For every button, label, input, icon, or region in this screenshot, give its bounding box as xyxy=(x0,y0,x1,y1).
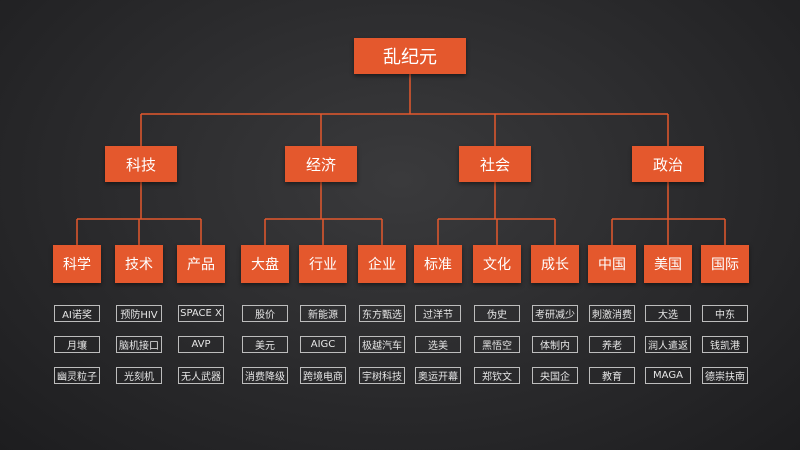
tag-2-0-2: 奥运开幕 xyxy=(415,366,461,384)
tag-3-0-2: 教育 xyxy=(589,366,635,384)
tag-0-0-1: 月壤 xyxy=(54,335,100,353)
subcategory-node-3-2: 国际 xyxy=(701,245,749,283)
tag-0-1-1: 脑机接口 xyxy=(116,335,162,353)
tag-3-1-1: 润人遣返 xyxy=(645,335,691,353)
tag-3-2-1: 钱凯港 xyxy=(702,335,748,353)
tag-3-2-0: 中东 xyxy=(702,304,748,322)
tag-0-1-0: 预防HIV xyxy=(116,304,162,322)
tag-3-1-2: MAGA xyxy=(645,366,691,384)
subcategory-node-0-2: 产品 xyxy=(177,245,225,283)
subcategory-node-2-1: 文化 xyxy=(473,245,521,283)
tag-1-1-0: 新能源 xyxy=(300,304,346,322)
tag-2-2-0: 考研减少 xyxy=(532,304,578,322)
tag-1-0-0: 股价 xyxy=(242,304,288,322)
subcategory-node-0-0: 科学 xyxy=(53,245,101,283)
tag-1-2-1: 极越汽车 xyxy=(359,335,405,353)
tag-2-0-1: 选美 xyxy=(415,335,461,353)
tag-1-0-2: 消费降级 xyxy=(242,366,288,384)
tag-0-1-2: 光刻机 xyxy=(116,366,162,384)
tag-0-0-2: 幽灵粒子 xyxy=(54,366,100,384)
tag-0-2-0: SPACE X xyxy=(178,304,224,322)
subcategory-node-2-2: 成长 xyxy=(531,245,579,283)
tag-0-0-0: AI诺奖 xyxy=(54,304,100,322)
tag-1-2-0: 东方甄选 xyxy=(359,304,405,322)
tag-2-1-2: 郑钦文 xyxy=(474,366,520,384)
tag-2-0-0: 过洋节 xyxy=(415,304,461,322)
tag-3-0-1: 养老 xyxy=(589,335,635,353)
category-node-0: 科技 xyxy=(105,146,177,182)
tag-1-0-1: 美元 xyxy=(242,335,288,353)
tag-2-1-0: 伪史 xyxy=(474,304,520,322)
category-node-2: 社会 xyxy=(459,146,531,182)
tag-3-2-2: 德崇扶南 xyxy=(702,366,748,384)
tag-1-1-2: 跨境电商 xyxy=(300,366,346,384)
category-node-3: 政治 xyxy=(632,146,704,182)
subcategory-node-3-1: 美国 xyxy=(644,245,692,283)
category-node-1: 经济 xyxy=(285,146,357,182)
tag-3-0-0: 刺激消费 xyxy=(589,304,635,322)
subcategory-node-3-0: 中国 xyxy=(588,245,636,283)
subcategory-node-2-0: 标准 xyxy=(414,245,462,283)
subcategory-node-1-1: 行业 xyxy=(299,245,347,283)
tag-2-2-2: 央国企 xyxy=(532,366,578,384)
tag-1-1-1: AIGC xyxy=(300,335,346,353)
tag-0-2-2: 无人武器 xyxy=(178,366,224,384)
subcategory-node-1-0: 大盘 xyxy=(241,245,289,283)
tag-1-2-2: 宇树科技 xyxy=(359,366,405,384)
root-node: 乱纪元 xyxy=(354,38,466,74)
tag-3-1-0: 大选 xyxy=(645,304,691,322)
subcategory-node-1-2: 企业 xyxy=(358,245,406,283)
tag-0-2-1: AVP xyxy=(178,335,224,353)
tag-2-1-1: 黑悟空 xyxy=(474,335,520,353)
tag-2-2-1: 体制内 xyxy=(532,335,578,353)
subcategory-node-0-1: 技术 xyxy=(115,245,163,283)
